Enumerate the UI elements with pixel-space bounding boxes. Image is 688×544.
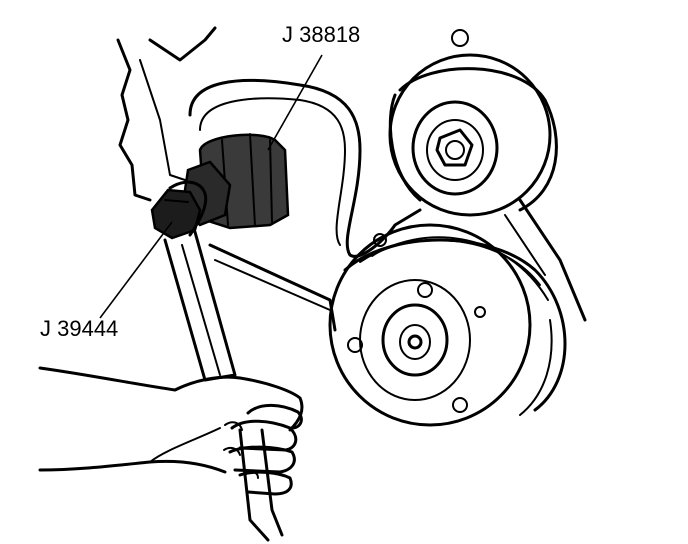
callout-j38818: J 38818: [282, 22, 361, 47]
tensioner-pulley: [388, 53, 558, 217]
leader-lines: [99, 54, 323, 319]
crankshaft-pulley: [328, 223, 567, 427]
leader-j38818: [267, 54, 323, 151]
callout-j39444: J 39444: [40, 316, 119, 341]
leader-j39444: [99, 221, 173, 319]
wrench-handle: [163, 180, 284, 542]
tool-j39444: [150, 188, 202, 240]
technician-hand: [38, 366, 304, 496]
